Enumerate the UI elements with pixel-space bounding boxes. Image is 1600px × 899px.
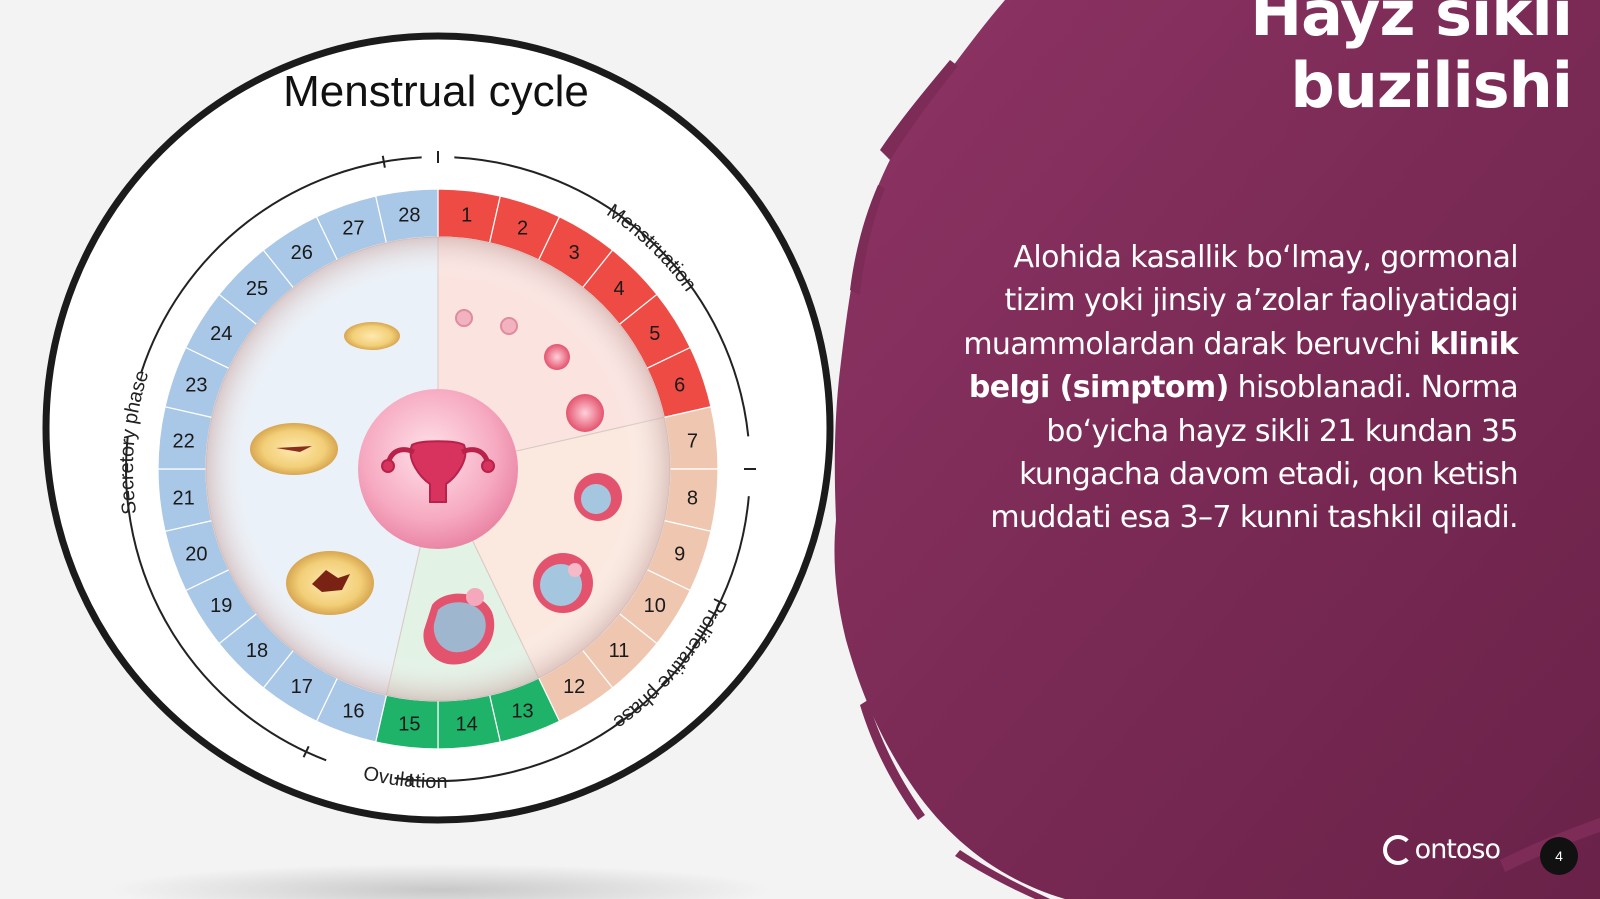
corpus-luteum-late [344, 322, 400, 350]
page-number: 4 [1540, 837, 1578, 875]
day-label-17: 17 [291, 676, 313, 698]
corpus-luteum-mid-core [276, 446, 312, 452]
phase-arc-4 [140, 156, 422, 373]
day-label-10: 10 [644, 595, 666, 617]
brand-logo: ontoso [1382, 834, 1501, 865]
day-label-9: 9 [674, 544, 685, 566]
brand-c-icon [1382, 834, 1413, 865]
day-label-19: 19 [210, 595, 232, 617]
body-text-part-2: hisoblanadi. Norma boʻyicha hayz sikli 2… [990, 370, 1518, 536]
day-label-4: 4 [613, 278, 624, 300]
day-label-25: 25 [246, 278, 268, 300]
brush-stroke-1 [880, 60, 958, 160]
day-label-2: 2 [517, 217, 528, 239]
slide-body-text: Alohida kasallik boʻlmay, gormonal tizim… [958, 236, 1518, 540]
brush-stroke-4 [955, 850, 1050, 899]
follicle-stage-2 [500, 317, 518, 335]
uterus-icon [381, 440, 495, 503]
day-label-24: 24 [210, 323, 232, 345]
follicle-stage-4 [566, 394, 604, 432]
phase-tick-4 [302, 745, 310, 758]
corpus-luteum-early-core [312, 570, 350, 592]
follicle-stage-5-antrum [581, 484, 611, 514]
day-label-11: 11 [609, 640, 630, 662]
phase-arcs [125, 151, 756, 786]
day-label-14: 14 [456, 713, 478, 735]
disc-shadow [110, 864, 770, 899]
phase-arc-1 [454, 156, 750, 437]
day-label-3: 3 [569, 242, 580, 264]
slide-title-line-1: Hayz sikli [1250, 0, 1573, 50]
brand-name: ontoso [1414, 834, 1501, 865]
day-label-8: 8 [687, 488, 698, 510]
follicle-stage-3 [544, 344, 570, 370]
day-label-18: 18 [246, 640, 268, 662]
diagram-title: Menstrual cycle [283, 67, 589, 116]
day-label-7: 7 [687, 430, 698, 452]
brush-stroke-3 [860, 700, 925, 820]
day-label-27: 27 [342, 217, 364, 239]
slide-title: Hayz sikli buzilishi [1250, 0, 1573, 122]
brush-stroke-2 [850, 185, 885, 295]
phase-tick-5 [381, 155, 386, 168]
day-label-21: 21 [172, 488, 194, 510]
day-label-23: 23 [185, 374, 207, 396]
body-text-bold: klinik belgi (simptom) [968, 326, 1519, 406]
ovulating-follicle [423, 588, 495, 665]
follicle-stage-1 [455, 309, 473, 327]
day-label-16: 16 [342, 701, 364, 723]
day-label-28: 28 [398, 205, 420, 227]
day-label-12: 12 [563, 676, 585, 698]
day-label-13: 13 [511, 701, 533, 723]
day-label-26: 26 [291, 242, 313, 264]
phase-arc-3 [125, 436, 327, 762]
oocyte [568, 563, 582, 577]
body-text-part-1: Alohida kasallik boʻlmay, gormonal tizim… [963, 240, 1518, 362]
phase-tick-3 [409, 773, 413, 786]
slide-title-line-2: buzilishi [1290, 49, 1573, 122]
plum-brush-shape [834, 0, 1600, 899]
day-label-6: 6 [674, 374, 685, 396]
day-label-20: 20 [185, 544, 207, 566]
day-label-5: 5 [649, 323, 660, 345]
phase-arc-2 [394, 496, 750, 783]
day-label-22: 22 [172, 430, 194, 452]
day-label-15: 15 [398, 713, 420, 735]
day-label-1: 1 [461, 205, 472, 227]
